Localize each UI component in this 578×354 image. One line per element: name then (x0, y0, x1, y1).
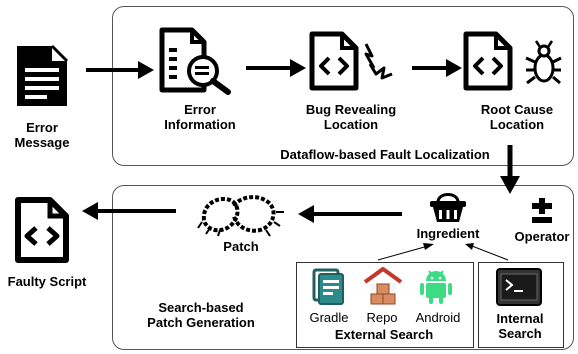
patch-generation-title: Search-based Patch Generation (147, 300, 255, 330)
terminal-icon (496, 268, 542, 306)
error-message-icon (17, 44, 69, 106)
external-source-android: Android (415, 310, 461, 325)
patch-icon (197, 195, 284, 237)
arrow-message-to-information (86, 61, 154, 79)
error-information-label: Error Information (164, 102, 236, 132)
arrow-localization-to-generation (500, 145, 520, 194)
external-source-repo: Repo (366, 310, 398, 325)
arrow-patch-to-faulty-script (82, 202, 176, 220)
arrow-internal-to-ingredient (465, 243, 509, 261)
faulty-script-label: Faulty Script (7, 274, 87, 289)
repo-icon (363, 267, 403, 305)
gradle-icon (312, 268, 344, 305)
external-source-gradle: Gradle (309, 310, 349, 325)
arrow-information-to-bug-location (246, 59, 306, 77)
external-search-title: External Search (334, 327, 434, 342)
error-information-icon (159, 27, 231, 95)
arrow-ingredient-to-patch (298, 205, 402, 223)
arrow-bug-location-to-root-cause (412, 59, 462, 77)
root-cause-location-label: Root Cause Location (480, 102, 554, 132)
bug-revealing-location-label: Bug Revealing Location (305, 102, 397, 132)
faulty-script-icon (15, 197, 69, 263)
ingredient-label: Ingredient (416, 226, 480, 241)
fault-localization-title: Dataflow-based Fault Localization (280, 147, 490, 162)
internal-search-title: Internal Search (496, 311, 544, 341)
arrow-external-to-ingredient (377, 243, 434, 261)
error-message-label: Error Message (14, 120, 70, 150)
ingredient-basket-icon (430, 193, 466, 222)
patch-label: Patch (223, 239, 259, 254)
root-cause-location-icon (463, 31, 562, 91)
operator-label: Operator (514, 229, 570, 244)
android-icon (420, 270, 452, 304)
operator-plus-minus-icon (532, 198, 552, 223)
bug-revealing-location-icon (309, 31, 393, 91)
